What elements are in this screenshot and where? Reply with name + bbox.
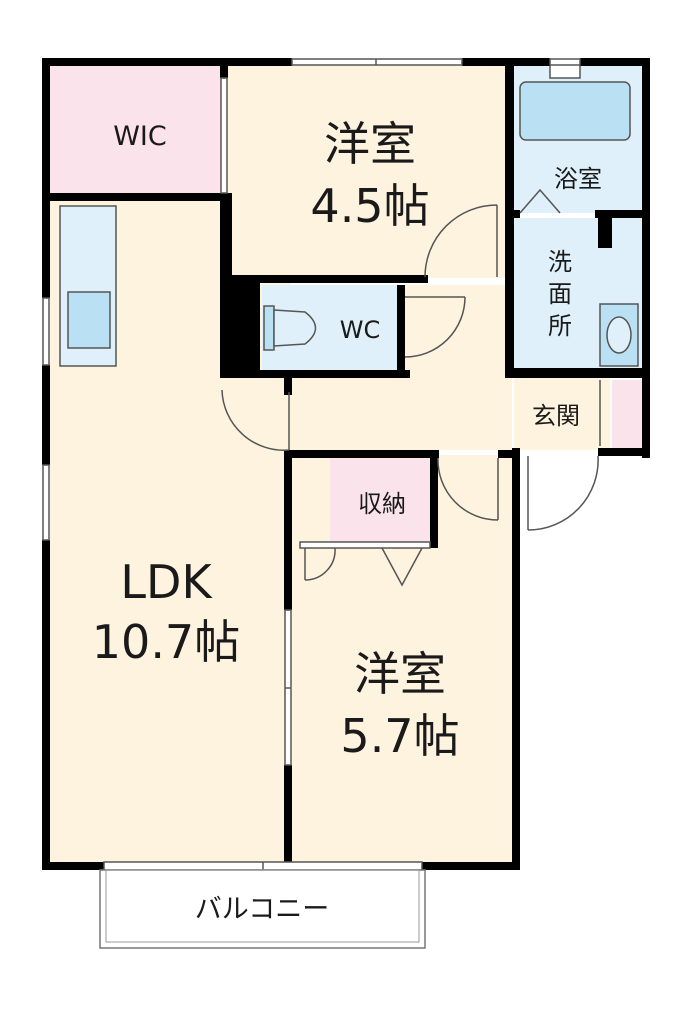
wall-wic-right bbox=[220, 58, 228, 78]
door-wc bbox=[404, 296, 466, 358]
wall-outer-top-right bbox=[580, 58, 650, 66]
western-room-north-floor bbox=[228, 65, 513, 278]
wall-ldk-right-bottom bbox=[284, 765, 292, 870]
storage-floor bbox=[330, 455, 430, 545]
wall-washroom-bottom bbox=[508, 368, 650, 378]
window-ldk-upper bbox=[42, 297, 50, 366]
washroom-label-char-2: 面 bbox=[548, 280, 572, 308]
wic-label: WIC bbox=[113, 121, 167, 152]
wall-outer-bottom-left bbox=[42, 862, 104, 870]
sliding-door-storage bbox=[299, 541, 431, 549]
window-bath bbox=[549, 58, 581, 66]
wall-western-north-left bbox=[220, 193, 232, 278]
wall-bath-divider bbox=[508, 210, 520, 218]
wall-outer-left-1 bbox=[42, 58, 50, 298]
wall-outer-top-left bbox=[42, 58, 292, 66]
western-room-south-size: 5.7帖 bbox=[340, 709, 459, 763]
door-north-room bbox=[424, 204, 498, 278]
door-south-room bbox=[437, 457, 499, 521]
wall-outer-bottom-right bbox=[422, 862, 520, 870]
western-room-north-size: 4.5帖 bbox=[310, 179, 429, 233]
wall-wic-bottom bbox=[42, 193, 227, 201]
wall-ldk-right-lower bbox=[284, 450, 292, 610]
window-wic-side bbox=[220, 77, 228, 194]
door-storage-fold bbox=[381, 547, 423, 587]
balcony-floor bbox=[99, 869, 426, 949]
washroom-label-char-1: 洗 bbox=[548, 248, 572, 276]
wall-entrance-pillar bbox=[598, 218, 612, 248]
door-entrance bbox=[527, 455, 599, 531]
western-room-south-name: 洋室 bbox=[354, 647, 446, 701]
wall-outer-left-2 bbox=[42, 365, 50, 465]
wic-floor bbox=[50, 65, 222, 195]
wash-basin-bowl bbox=[606, 316, 632, 354]
wall-wc-bottom bbox=[220, 370, 410, 378]
wall-south-top-left bbox=[284, 450, 439, 458]
bathtub bbox=[519, 81, 631, 141]
entrance-floor bbox=[514, 378, 610, 450]
shoe-closet bbox=[612, 380, 644, 448]
bath-vent bbox=[549, 63, 581, 79]
entrance-label: 玄関 bbox=[532, 402, 580, 430]
bath-label: 浴室 bbox=[554, 165, 602, 193]
wall-outer-left-3 bbox=[42, 540, 50, 870]
wall-storage-right bbox=[430, 450, 438, 548]
door-ldk bbox=[221, 389, 290, 451]
balcony-label: バルコニー bbox=[195, 894, 329, 925]
wall-south-top-right bbox=[498, 450, 520, 458]
wall-outer-right-upper bbox=[642, 58, 650, 458]
kitchen-sink bbox=[67, 291, 111, 349]
toilet-bowl-icon bbox=[273, 309, 317, 347]
window-north-room bbox=[291, 58, 463, 66]
door-storage-small bbox=[304, 547, 336, 581]
wall-wc-block bbox=[220, 278, 260, 378]
window-ldk-lower bbox=[42, 464, 50, 541]
wall-wc-right bbox=[397, 285, 405, 375]
wall-outer-right-entrance bbox=[598, 448, 650, 456]
wc-label: WC bbox=[340, 316, 381, 344]
washroom-label-char-3: 所 bbox=[548, 312, 572, 340]
wall-outer-right-lower bbox=[512, 448, 520, 870]
wall-ldk-right-upper bbox=[284, 375, 292, 395]
ldk-name: LDK bbox=[120, 555, 213, 609]
wall-bath-bottom bbox=[595, 210, 650, 218]
door-washroom bbox=[519, 188, 561, 214]
storage-label: 収納 bbox=[358, 490, 406, 518]
toilet-tank bbox=[263, 305, 275, 351]
ldk-size: 10.7帖 bbox=[92, 615, 240, 669]
western-room-north-name: 洋室 bbox=[324, 117, 416, 171]
balcony-rail bbox=[105, 869, 420, 943]
wall-western-north-bottom bbox=[228, 275, 428, 283]
